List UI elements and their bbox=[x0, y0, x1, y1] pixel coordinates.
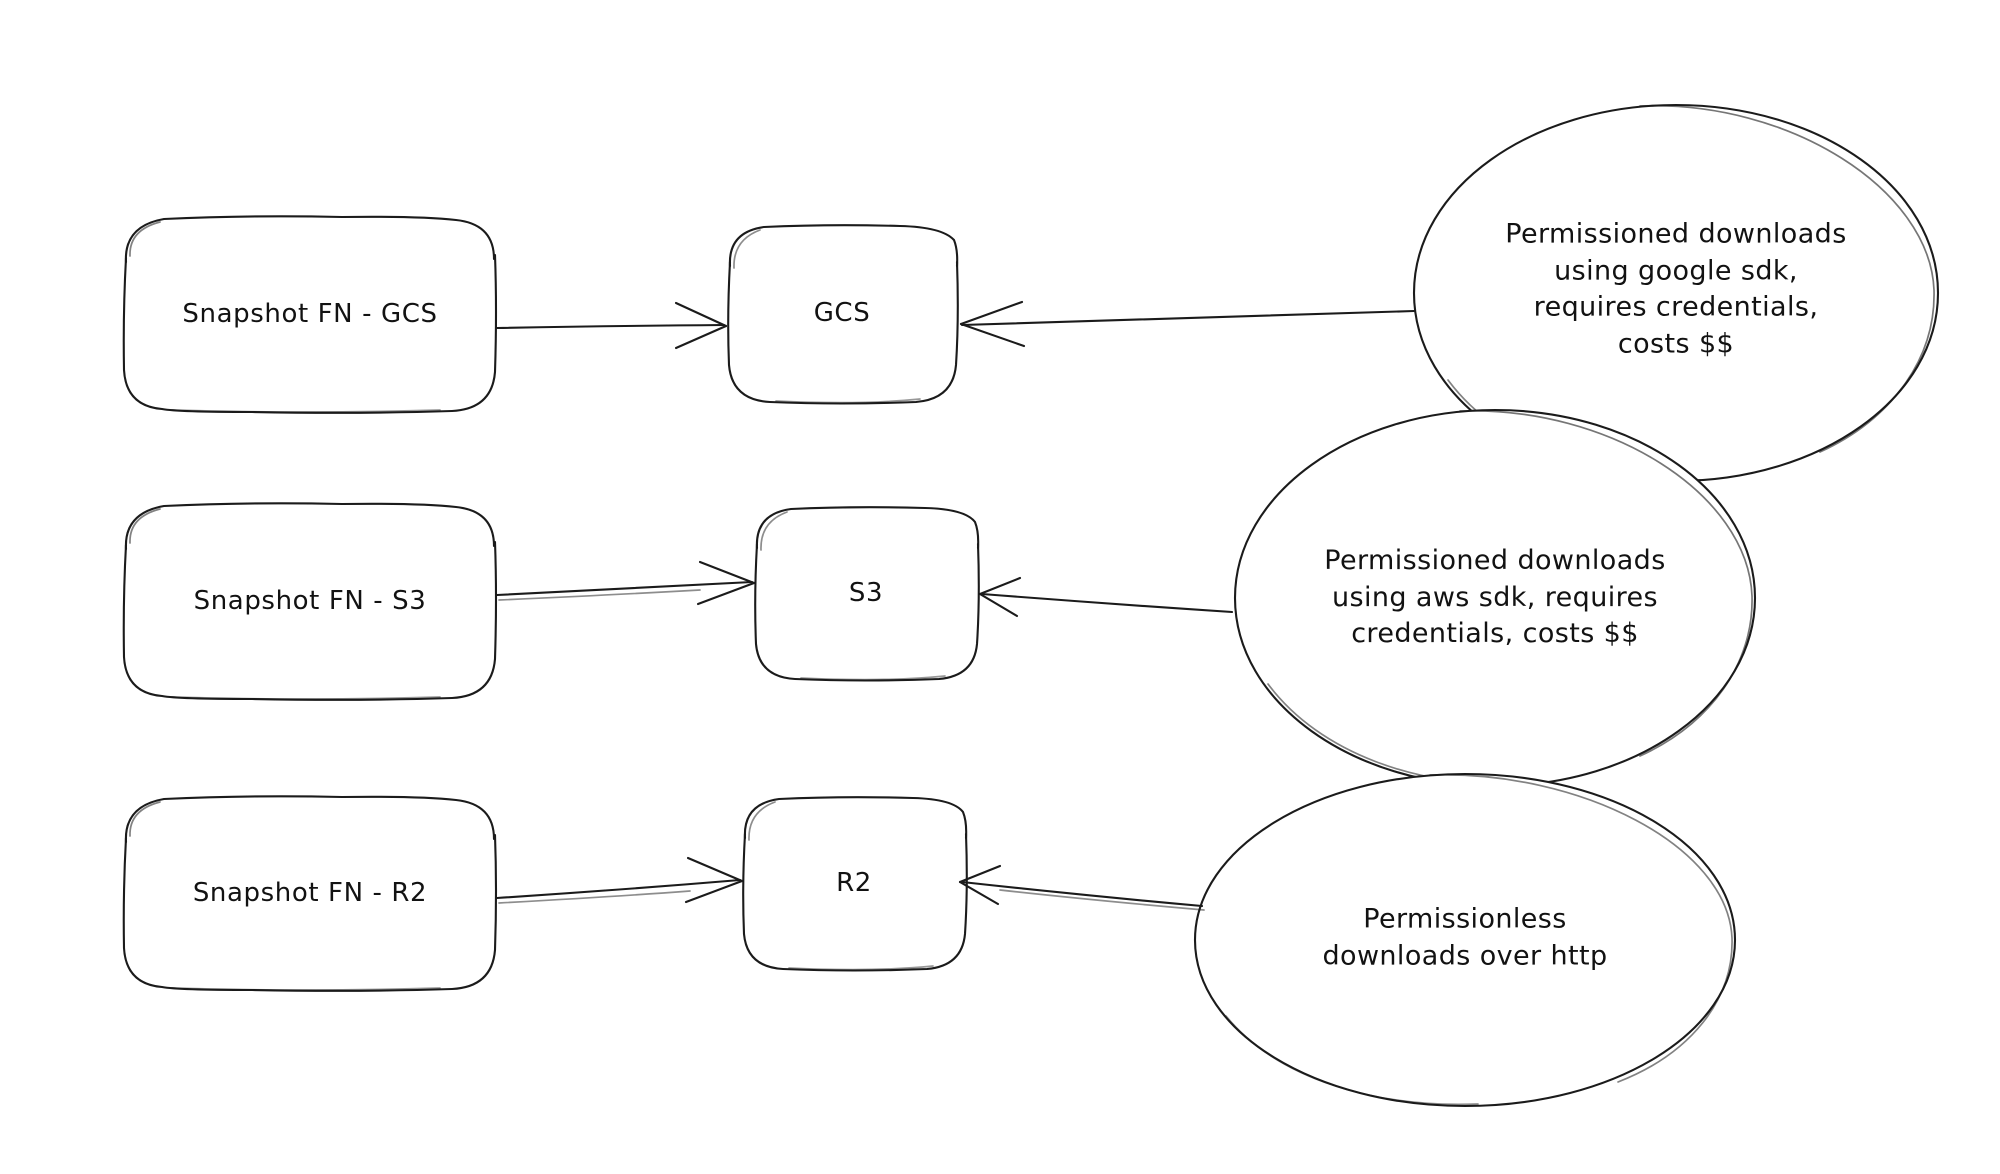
edge-note-r2-to-r2 bbox=[958, 864, 1205, 911]
node-snapshot-fn-gcs[interactable] bbox=[122, 215, 498, 414]
node-snapshot-fn-r2[interactable] bbox=[122, 795, 498, 992]
node-snapshot-fn-s3[interactable] bbox=[122, 502, 498, 701]
edge-note-gcs-to-gcs bbox=[959, 300, 1416, 348]
node-r2[interactable] bbox=[742, 796, 968, 972]
note-s3[interactable] bbox=[1233, 408, 1757, 788]
edge-snapshot-r2-to-r2 bbox=[495, 856, 744, 904]
node-gcs[interactable] bbox=[727, 224, 959, 405]
note-r2[interactable] bbox=[1193, 772, 1737, 1108]
node-s3[interactable] bbox=[754, 506, 980, 682]
edge-snapshot-gcs-to-gcs bbox=[495, 301, 728, 350]
edge-snapshot-s3-to-s3 bbox=[495, 560, 756, 606]
edge-note-s3-to-s3 bbox=[978, 576, 1234, 618]
